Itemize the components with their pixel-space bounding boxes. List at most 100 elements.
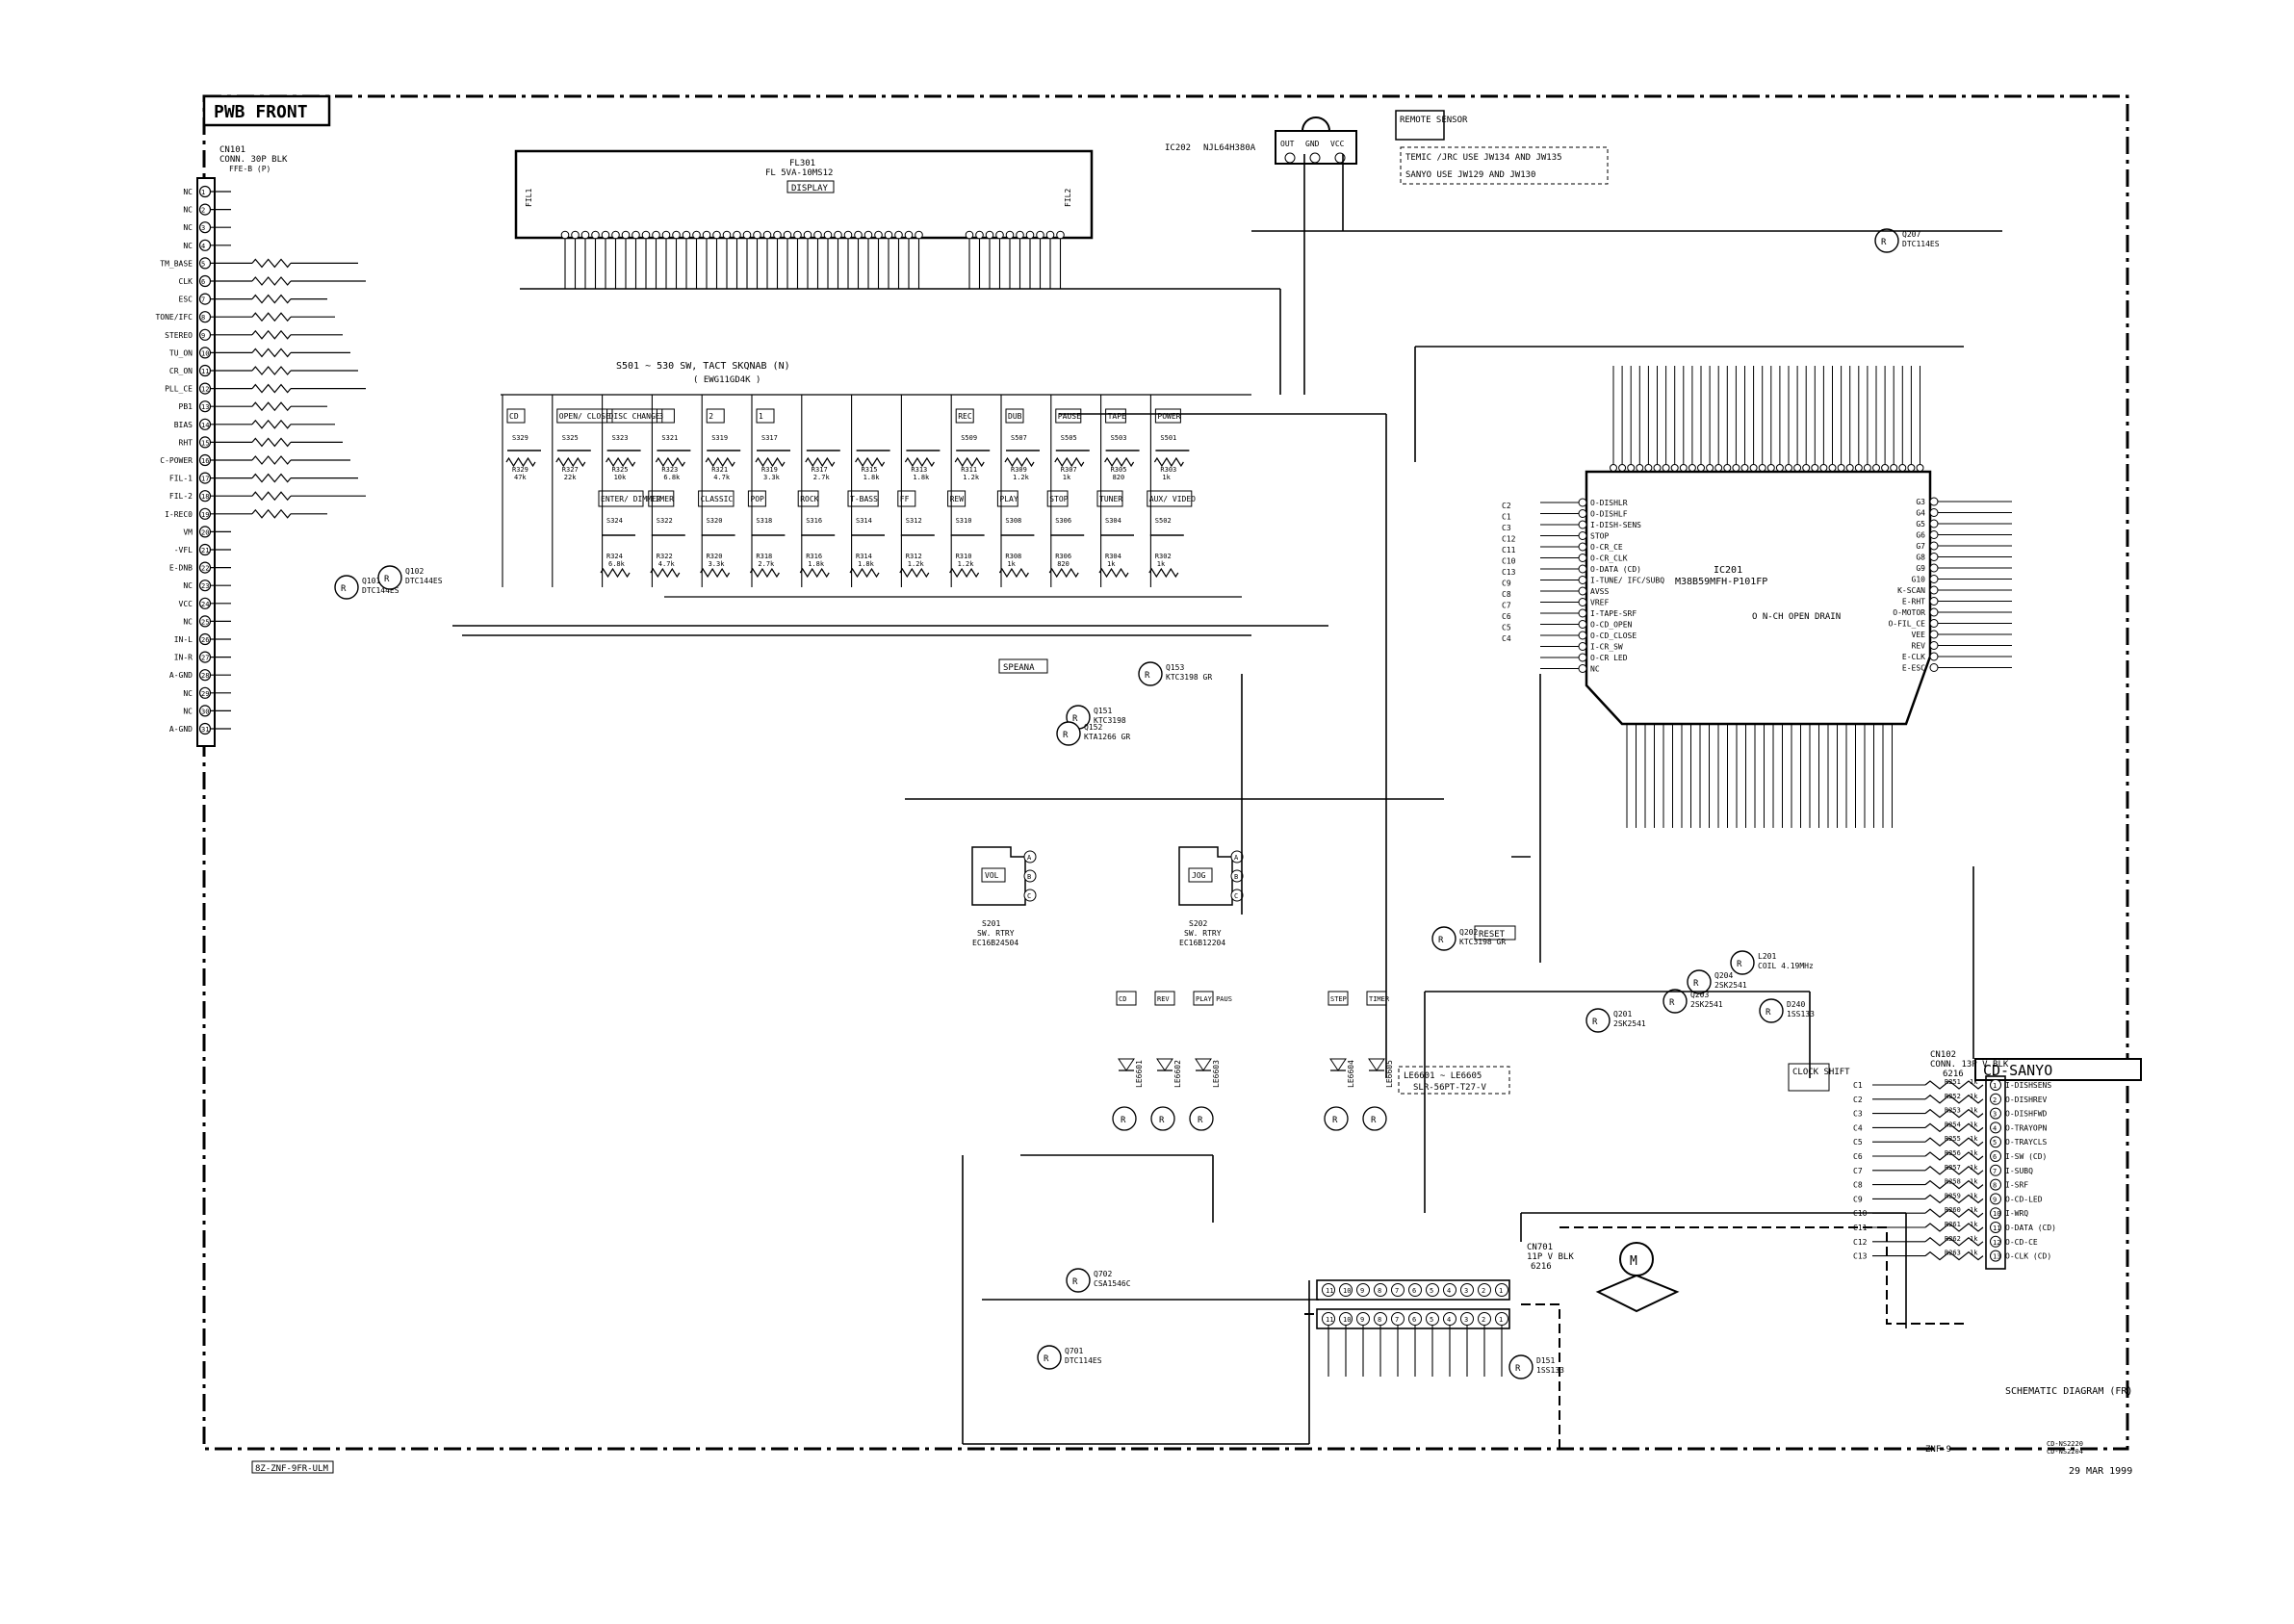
led-ref: LE6604 xyxy=(1347,1060,1355,1088)
cn101-series-resistor xyxy=(251,508,292,519)
ic-right-signal: VEE xyxy=(1912,631,1926,639)
cn101-series-resistor xyxy=(251,491,292,502)
part-ref: Q202 xyxy=(1459,928,1478,937)
cn102-resistor xyxy=(1924,1208,1984,1218)
fl-pin xyxy=(975,230,984,240)
cn701-mate-number: 5 xyxy=(1430,1316,1433,1324)
transistor-glyph: R xyxy=(1592,1018,1598,1027)
switch-ref: S324 xyxy=(606,517,623,525)
switch-resistor-ref: R306 xyxy=(1055,553,1071,560)
cn102-resistor-value: 1k xyxy=(1970,1206,1978,1214)
ic-top-pin xyxy=(1679,464,1688,472)
switch-resistor-ref: R312 xyxy=(906,553,922,560)
cn102-net: C5 xyxy=(1853,1138,1863,1147)
part-ref: Q151 xyxy=(1094,707,1112,715)
switch-label: CLASSIC xyxy=(701,495,734,503)
led-label-box xyxy=(1327,991,1349,1006)
part-type: DTC144ES xyxy=(405,577,443,585)
ic-left-pin xyxy=(1578,598,1587,606)
cn102-resistor-ref: R252 xyxy=(1945,1093,1961,1100)
switch-resistor-ref: R325 xyxy=(612,466,629,474)
fl-pin xyxy=(702,230,711,240)
switch-resistor-ref: R311 xyxy=(961,466,977,474)
switch-ref: S317 xyxy=(761,434,778,442)
cn701-mate-number: 4 xyxy=(1447,1316,1451,1324)
switch-resistor xyxy=(600,567,631,579)
ic-right-signal: K-SCAN xyxy=(1897,586,1925,595)
cn101-pin-number: 12 xyxy=(201,386,209,394)
switch-ref: S329 xyxy=(512,434,528,442)
ic-top-pin xyxy=(1758,464,1766,472)
switch-ref: S312 xyxy=(906,517,922,525)
part-type: KTA1266 GR xyxy=(1084,733,1130,741)
led-label-box xyxy=(1193,991,1214,1006)
fl-pin xyxy=(722,230,732,240)
cn101-series-resistor xyxy=(251,473,292,483)
transistor-glyph: R xyxy=(1072,714,1078,724)
cn701-mate-number: 1 xyxy=(1499,1316,1503,1324)
fl-pin xyxy=(783,230,792,240)
switch-label: ROCK xyxy=(800,495,818,503)
switch-label-box xyxy=(556,408,613,424)
cn101-pin-number: 4 xyxy=(201,243,205,250)
cn701-pin-number: 3 xyxy=(1464,1287,1468,1295)
ic-left-signal: O-CD_CLOSE xyxy=(1590,632,1637,640)
rotary-part: EC16B12204 xyxy=(1179,939,1225,947)
cn701-pin-number: 5 xyxy=(1430,1287,1433,1295)
fl-pin xyxy=(762,230,772,240)
ic-left-signal: VREF xyxy=(1590,599,1609,607)
cn701-mate-pin xyxy=(1391,1312,1405,1326)
ic-top-pin xyxy=(1636,464,1644,472)
cn101-pin xyxy=(198,580,212,592)
switch-label: POP xyxy=(750,495,764,503)
cn101-series-resistor xyxy=(251,383,292,394)
cn101-pin-number: 9 xyxy=(201,332,205,340)
ic-top-pin xyxy=(1872,464,1880,472)
switch-label-box xyxy=(1147,490,1193,507)
cn101-pin-label: -VFL xyxy=(174,546,193,554)
rotary-terminal-label: A xyxy=(1234,854,1239,862)
cn102-resistor-value: 1k xyxy=(1970,1078,1978,1086)
switch-ref: S319 xyxy=(711,434,728,442)
led-label: CD xyxy=(1119,995,1126,1003)
ic-right-signal: REV xyxy=(1912,642,1926,651)
ic-top-pin xyxy=(1644,464,1653,472)
ic-left-signal: STOP xyxy=(1590,532,1609,541)
ic-left-pin xyxy=(1578,653,1587,662)
cn102-pin-number: 5 xyxy=(1993,1139,1997,1147)
switch-ref: S509 xyxy=(961,434,977,442)
switch-ref: S323 xyxy=(612,434,629,442)
switch-label-box xyxy=(747,490,766,507)
transistor-symbol xyxy=(1585,1008,1611,1033)
switch-resistor-value: 1k xyxy=(1162,474,1171,481)
fl-pin xyxy=(571,230,580,240)
switch-label-box xyxy=(1005,408,1024,424)
cn102-net: C13 xyxy=(1853,1252,1868,1261)
cn701-mate-number: 6 xyxy=(1412,1316,1416,1324)
cn101-pin-label: A-GND xyxy=(169,671,193,680)
switch-label: 1 xyxy=(759,412,763,421)
cn101-pin-number: 27 xyxy=(201,655,209,662)
switch-resistor-ref: R329 xyxy=(512,466,528,474)
switch-resistor-ref: R302 xyxy=(1155,553,1172,560)
cn101-pin-label: VCC xyxy=(179,600,193,608)
ic-right-pin xyxy=(1929,597,1939,606)
cn102-resistor-value: 1k xyxy=(1970,1164,1978,1172)
cn701-mate-number: 3 xyxy=(1464,1316,1468,1324)
cn102-pin-number: 12 xyxy=(1993,1239,2000,1247)
switch-label: TIMER xyxy=(651,495,674,503)
cn101-pin-label: FIL-1 xyxy=(169,475,193,483)
cn102-type: 6216 xyxy=(1943,1070,1964,1079)
fl-pin xyxy=(985,230,994,240)
led-ref: LE6602 xyxy=(1173,1060,1182,1088)
ic-left-signal: NC xyxy=(1590,665,1600,674)
fl-pin xyxy=(915,230,923,240)
outer-border xyxy=(202,94,2129,1451)
switch-ref: S316 xyxy=(806,517,822,525)
switch-resistor-value: 4.7k xyxy=(658,560,676,568)
ic-left-signal: O-CR_CLK xyxy=(1590,554,1628,563)
switch-label-box xyxy=(1055,408,1082,424)
transistor-symbol xyxy=(334,575,359,600)
switch-label: TUNER xyxy=(1099,495,1122,503)
